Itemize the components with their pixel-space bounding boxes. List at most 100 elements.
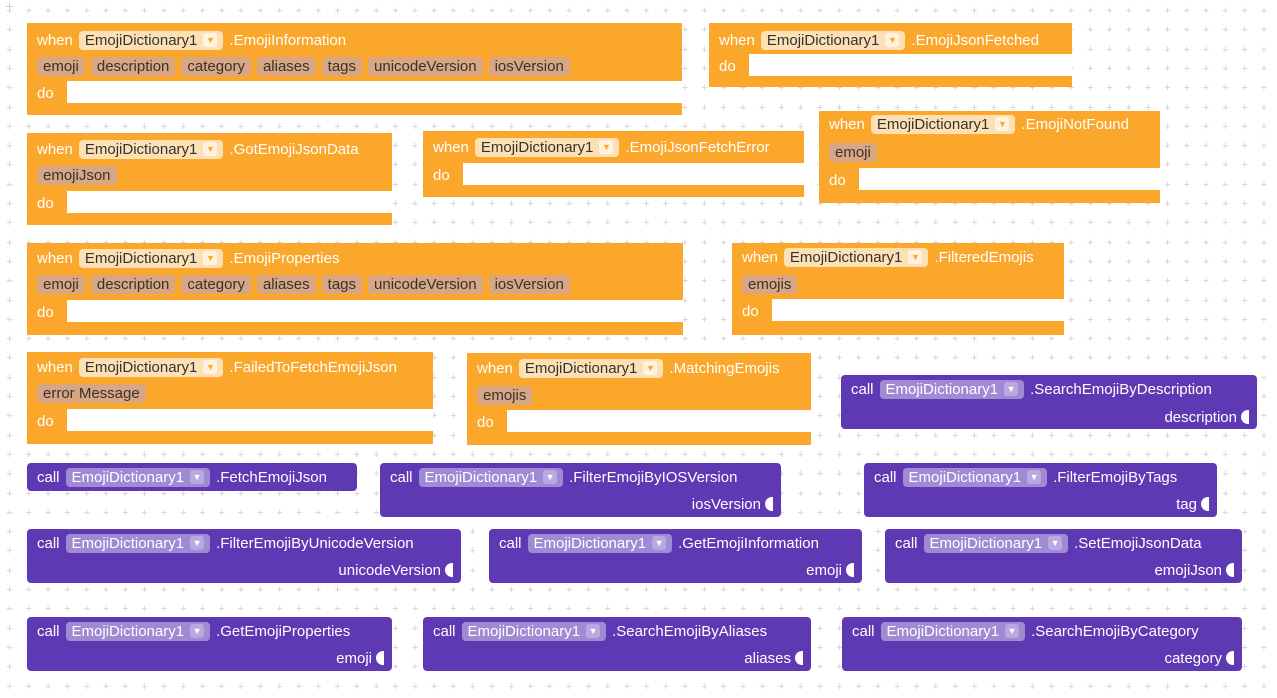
component-dropdown[interactable]: EmojiDictionary1▼ (474, 137, 620, 157)
grid-mark: + (62, 6, 73, 17)
grid-mark: + (776, 488, 787, 500)
arg-socket[interactable] (1241, 410, 1249, 424)
method-block-search-emoji-by-description[interactable]: call EmojiDictionary1▼ .SearchEmojiByDes… (841, 375, 1257, 429)
component-dropdown[interactable]: EmojiDictionary1▼ (78, 357, 224, 377)
param-description[interactable]: description (90, 274, 176, 294)
param-description[interactable]: description (90, 56, 176, 76)
param-emoji[interactable]: emoji (829, 142, 877, 162)
method-block-filter-emoji-by-tags[interactable]: call EmojiDictionary1▼ .FilterEmojiByTag… (864, 463, 1217, 517)
arg-socket[interactable] (1226, 651, 1234, 665)
grid-mark: + (1104, 44, 1115, 56)
arg-socket[interactable] (1226, 563, 1234, 577)
method-block-filter-emoji-by-unicode-version[interactable]: call EmojiDictionary1▼ .FilterEmojiByUni… (27, 529, 461, 583)
grid-mark: + (274, 6, 285, 17)
do-slot[interactable] (67, 191, 392, 213)
component-dropdown[interactable]: EmojiDictionary1▼ (870, 114, 1016, 134)
grid-mark: + (1239, 507, 1250, 519)
call-label: call (433, 623, 456, 640)
component-dropdown[interactable]: EmojiDictionary1▼ (760, 30, 906, 50)
component-dropdown[interactable]: EmojiDictionary1▼ (78, 30, 224, 50)
component-dropdown[interactable]: EmojiDictionary1▼ (880, 621, 1026, 641)
component-dropdown[interactable]: EmojiDictionary1▼ (65, 621, 211, 641)
component-dropdown[interactable]: EmojiDictionary1▼ (527, 533, 673, 553)
method-block-get-emoji-properties[interactable]: call EmojiDictionary1▼ .GetEmojiProperti… (27, 617, 392, 671)
grid-mark: + (1008, 199, 1019, 210)
arg-socket[interactable] (795, 651, 803, 665)
component-dropdown[interactable]: EmojiDictionary1▼ (902, 467, 1048, 487)
grid-mark: + (274, 334, 285, 345)
grid-mark: + (622, 218, 633, 229)
component-dropdown[interactable]: EmojiDictionary1▼ (783, 247, 929, 267)
arg-socket[interactable] (765, 497, 773, 511)
grid-mark: + (506, 237, 517, 249)
grid-mark: + (429, 353, 440, 364)
grid-mark: + (737, 334, 748, 345)
component-name: EmojiDictionary1 (72, 623, 185, 640)
arg-socket[interactable] (846, 563, 854, 577)
event-block-emoji-json-fetched[interactable]: when EmojiDictionary1▼ .EmojiJsonFetched… (709, 23, 1072, 87)
param-category[interactable]: category (181, 274, 251, 294)
method-block-search-emoji-by-aliases[interactable]: call EmojiDictionary1▼ .SearchEmojiByAli… (423, 617, 811, 671)
event-block-failed-to-fetch-emoji-json[interactable]: when EmojiDictionary1▼ .FailedToFetchEmo… (27, 352, 433, 444)
component-dropdown[interactable]: EmojiDictionary1▼ (78, 248, 224, 268)
param-emojis[interactable]: emojis (742, 274, 798, 294)
component-dropdown[interactable]: EmojiDictionary1▼ (879, 379, 1025, 399)
method-block-search-emoji-by-category[interactable]: call EmojiDictionary1▼ .SearchEmojiByCat… (842, 617, 1242, 671)
component-dropdown[interactable]: EmojiDictionary1▼ (418, 467, 564, 487)
event-block-filtered-emojis[interactable]: when EmojiDictionary1▼ .FilteredEmojis e… (732, 243, 1064, 335)
grid-mark: + (487, 218, 498, 229)
param-ios-version[interactable]: iosVersion (488, 274, 570, 294)
component-dropdown[interactable]: EmojiDictionary1▼ (78, 139, 224, 159)
param-aliases[interactable]: aliases (256, 274, 316, 294)
event-block-matching-emojis[interactable]: when EmojiDictionary1▼ .MatchingEmojis e… (467, 353, 811, 445)
method-block-set-emoji-json-data[interactable]: call EmojiDictionary1▼ .SetEmojiJsonData… (885, 529, 1242, 583)
arg-socket[interactable] (376, 651, 384, 665)
component-dropdown[interactable]: EmojiDictionary1▼ (923, 533, 1069, 553)
param-emoji-json[interactable]: emojiJson (37, 165, 117, 185)
do-slot[interactable] (772, 299, 1064, 321)
grid-mark: + (873, 430, 884, 442)
do-slot[interactable] (67, 409, 433, 431)
do-slot[interactable] (463, 163, 804, 185)
component-dropdown[interactable]: EmojiDictionary1▼ (461, 621, 607, 641)
arg-socket[interactable] (445, 563, 453, 577)
param-tags[interactable]: tags (321, 274, 363, 294)
param-emojis[interactable]: emojis (477, 385, 533, 405)
when-label: when (37, 250, 73, 267)
param-tags[interactable]: tags (321, 56, 363, 76)
event-block-emoji-json-fetch-error[interactable]: when EmojiDictionary1▼ .EmojiJsonFetchEr… (423, 131, 804, 197)
do-slot[interactable] (859, 168, 1160, 190)
method-block-filter-emoji-by-ios-version[interactable]: call EmojiDictionary1▼ .FilterEmojiByIOS… (380, 463, 781, 517)
grid-mark: + (294, 121, 305, 133)
do-slot[interactable] (507, 410, 811, 432)
event-block-emoji-not-found[interactable]: when EmojiDictionary1▼ .EmojiNotFound em… (819, 111, 1160, 203)
grid-mark: + (506, 218, 517, 229)
grid-mark: + (371, 121, 382, 133)
grid-mark: + (178, 237, 189, 249)
param-unicode-version[interactable]: unicodeVersion (368, 56, 483, 76)
method-block-get-emoji-information[interactable]: call EmojiDictionary1▼ .GetEmojiInformat… (489, 529, 862, 583)
param-unicode-version[interactable]: unicodeVersion (368, 274, 483, 294)
component-dropdown[interactable]: EmojiDictionary1▼ (65, 467, 211, 487)
method-block-fetch-emoji-json[interactable]: call EmojiDictionary1▼ .FetchEmojiJson (27, 463, 357, 491)
do-slot[interactable] (749, 54, 1072, 76)
do-slot[interactable] (67, 81, 682, 103)
param-emoji[interactable]: emoji (37, 56, 85, 76)
param-emoji[interactable]: emoji (37, 274, 85, 294)
do-slot[interactable] (67, 300, 683, 322)
component-dropdown[interactable]: EmojiDictionary1▼ (518, 358, 664, 378)
event-block-emoji-properties[interactable]: when EmojiDictionary1▼ .EmojiProperties … (27, 243, 683, 335)
param-ios-version[interactable]: iosVersion (488, 56, 570, 76)
grid-mark: + (255, 237, 266, 249)
grid-mark: + (950, 102, 961, 114)
component-dropdown[interactable]: EmojiDictionary1▼ (65, 533, 211, 553)
grid-mark: + (1162, 314, 1173, 326)
event-block-emoji-information[interactable]: when EmojiDictionary1▼ .EmojiInformation… (27, 23, 682, 115)
param-aliases[interactable]: aliases (256, 56, 316, 76)
grid-mark: + (1239, 237, 1250, 249)
param-error-message[interactable]: error Message (37, 383, 146, 403)
param-category[interactable]: category (181, 56, 251, 76)
grid-mark: + (757, 6, 768, 17)
arg-socket[interactable] (1201, 497, 1209, 511)
event-block-got-emoji-json-data[interactable]: when EmojiDictionary1▼ .GotEmojiJsonData… (27, 133, 392, 225)
